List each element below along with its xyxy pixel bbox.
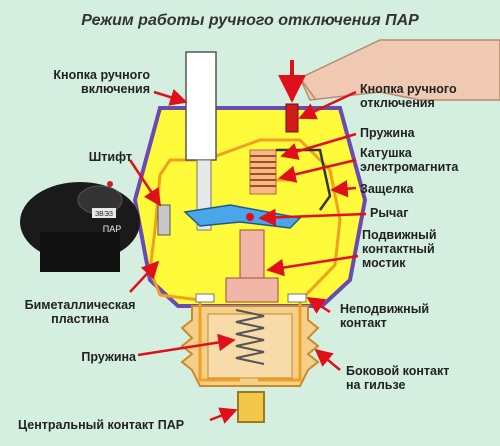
electromagnet-coil bbox=[249, 149, 277, 195]
label-bridge-line-1: Подвижный bbox=[362, 228, 437, 242]
label-spring-bottom: Пружина bbox=[81, 350, 136, 364]
label-manual-off-line-1: Кнопка ручного bbox=[360, 82, 457, 96]
arrow-spring-top bbox=[280, 132, 357, 160]
label-manual-on-line-1: Кнопка ручного bbox=[53, 68, 150, 82]
bottom-spring bbox=[235, 309, 265, 365]
arrow-spring-bottom bbox=[137, 333, 236, 357]
arrow-manual-off bbox=[298, 90, 357, 120]
label-bridge-line-2: контактный bbox=[362, 242, 435, 256]
movable-contact-bridge bbox=[225, 229, 279, 303]
diagram-title: Режим работы ручного отключения ПАР bbox=[81, 12, 419, 29]
fixed-contact-right bbox=[287, 293, 307, 303]
label-manual-on-button: Кнопка ручного включения bbox=[42, 68, 150, 96]
arrow-movable-bridge bbox=[266, 254, 359, 277]
arrow-coil bbox=[278, 158, 357, 183]
label-bridge-line-3: мостик bbox=[362, 256, 406, 270]
label-side-contact: Боковой контакт на гильзе bbox=[346, 364, 449, 392]
label-central-contact: Центральный контакт ПАР bbox=[18, 418, 185, 432]
label-side-line-2: на гильзе bbox=[346, 378, 406, 392]
label-bimetal-line-2: пластина bbox=[51, 312, 109, 326]
fixed-contact-left bbox=[195, 293, 215, 303]
arrow-side-contact bbox=[314, 348, 341, 371]
label-coil-line-2: электромагнита bbox=[360, 160, 459, 174]
label-fixed-contact: Неподвижный контакт bbox=[340, 302, 429, 330]
threaded-base bbox=[180, 305, 320, 387]
device-brand-text: ЗВЭЗ bbox=[95, 211, 113, 218]
arrow-lever bbox=[258, 208, 367, 227]
arrow-pin bbox=[128, 159, 162, 207]
label-manual-off-button: Кнопка ручного отключения bbox=[360, 82, 457, 110]
label-coil: Катушка электромагнита bbox=[360, 146, 458, 174]
label-fixed-line-1: Неподвижный bbox=[340, 302, 430, 316]
label-lever: Рычаг bbox=[370, 206, 409, 220]
label-bimetal-plate: Биметаллическая пластина bbox=[10, 298, 150, 326]
device-red-dot bbox=[107, 181, 113, 187]
label-fixed-line-2: контакт bbox=[340, 316, 387, 330]
arrow-manual-on bbox=[153, 88, 188, 106]
label-manual-on-line-2: включения bbox=[81, 82, 150, 96]
label-side-line-1: Боковой контакт bbox=[346, 364, 450, 378]
label-pin: Штифт bbox=[88, 150, 132, 164]
arrow-latch bbox=[330, 179, 357, 198]
central-contact bbox=[237, 391, 265, 423]
device-photo: ЗВЭЗ ПАР bbox=[20, 181, 140, 272]
manual-off-button[interactable] bbox=[285, 103, 299, 133]
label-spring-top: Пружина bbox=[360, 126, 415, 140]
device-label-plate bbox=[92, 208, 116, 218]
lever-pivot bbox=[246, 213, 254, 221]
arrow-central-contact bbox=[209, 407, 238, 424]
arrow-bimetal bbox=[129, 260, 160, 293]
label-movable-bridge: Подвижный контактный мостик bbox=[362, 228, 437, 270]
pin-element bbox=[157, 204, 171, 236]
label-manual-off-line-2: отключения bbox=[360, 96, 435, 110]
device-model-text: ПАР bbox=[103, 224, 121, 234]
manual-on-button[interactable] bbox=[185, 51, 217, 161]
arrow-fixed-contact bbox=[306, 296, 331, 314]
label-bimetal-line-1: Биметаллическая bbox=[24, 298, 136, 312]
label-latch: Защелка bbox=[360, 182, 414, 196]
label-coil-line-1: Катушка bbox=[360, 146, 412, 160]
